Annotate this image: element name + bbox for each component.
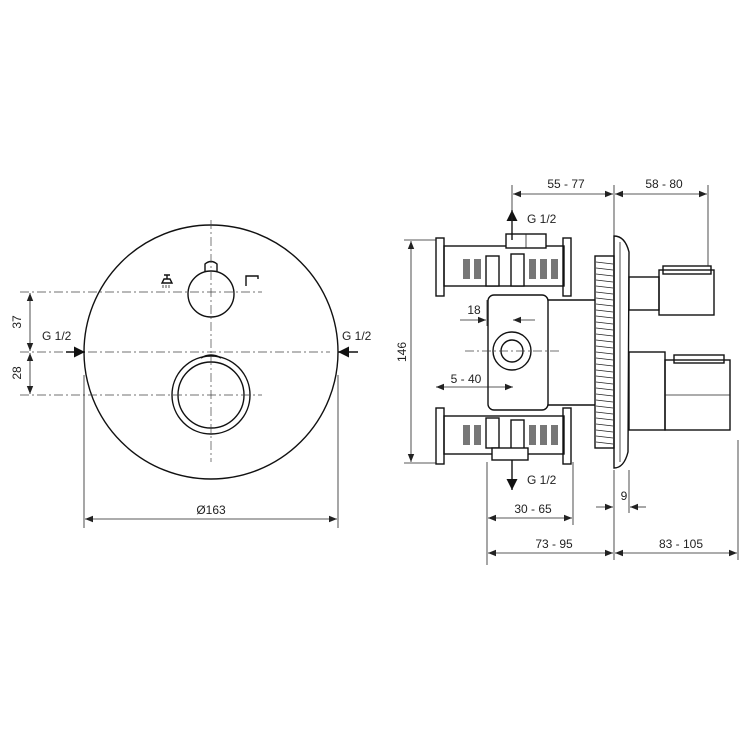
thread-line <box>595 435 614 439</box>
wall-range-label: 5 - 40 <box>451 372 482 386</box>
thread-line <box>595 321 614 325</box>
thread-line <box>595 369 614 373</box>
right-inlet-label: G 1/2 <box>342 329 372 343</box>
shower-head-icon <box>160 274 174 288</box>
thread-line <box>595 297 614 301</box>
thread-line <box>595 273 614 277</box>
left-inlet-label: G 1/2 <box>42 329 72 343</box>
total-body-label: 73 - 95 <box>535 537 573 551</box>
bottom-bracket <box>435 407 572 465</box>
thread-line <box>595 309 614 313</box>
upper-offset-label: 37 <box>10 315 24 329</box>
thread-line <box>595 375 614 379</box>
front-view: 37 28 G 1/2 G 1/2 Ø163 <box>10 220 372 528</box>
thread-line <box>595 429 614 433</box>
thread-line <box>595 363 614 367</box>
thread-line <box>595 351 614 355</box>
top-outlet-label: G 1/2 <box>527 212 557 226</box>
thread-line <box>595 423 614 427</box>
plate-label: 9 <box>621 489 628 503</box>
top-bracket <box>435 233 572 297</box>
thread-line <box>595 267 614 271</box>
thermostat-knob-notch <box>200 354 222 359</box>
thread-line <box>595 417 614 421</box>
top-body-label: 55 - 77 <box>547 177 585 191</box>
thread-line <box>595 387 614 391</box>
thread-line <box>595 333 614 337</box>
thread-line <box>595 405 614 409</box>
lower-offset-label: 28 <box>10 366 24 380</box>
height-label: 146 <box>395 342 409 362</box>
thread-line <box>595 303 614 307</box>
thread-line <box>595 357 614 361</box>
spout-icon <box>245 275 259 286</box>
rosette-plate <box>613 235 630 469</box>
thread-line <box>595 339 614 343</box>
thread-lines <box>595 261 614 445</box>
threaded-sleeve <box>594 255 615 449</box>
valve-body <box>487 294 549 411</box>
bottom-body-label: 30 - 65 <box>514 502 552 516</box>
inlet-offset-label: 18 <box>467 303 481 317</box>
thread-line <box>595 327 614 331</box>
thread-line <box>595 411 614 415</box>
diameter-label: Ø163 <box>196 503 226 517</box>
thread-line <box>595 345 614 349</box>
thermostat-handle-side <box>628 351 731 431</box>
top-trim-label: 58 - 80 <box>645 177 683 191</box>
thread-line <box>595 393 614 397</box>
thread-line <box>595 441 614 445</box>
thread-line <box>595 315 614 319</box>
thread-line <box>595 285 614 289</box>
total-trim-label: 83 - 105 <box>659 537 703 551</box>
thread-line <box>595 261 614 265</box>
flow-handle-side <box>628 265 715 316</box>
inlet-port-outer <box>492 331 532 371</box>
thread-line <box>595 381 614 385</box>
bottom-outlet-label: G 1/2 <box>527 473 557 487</box>
side-view: G 1/2 G 1/2 146 55 - 77 58 - 80 18 5 - 4… <box>395 177 739 565</box>
thread-line <box>595 399 614 403</box>
thread-line <box>595 291 614 295</box>
thread-line <box>595 279 614 283</box>
